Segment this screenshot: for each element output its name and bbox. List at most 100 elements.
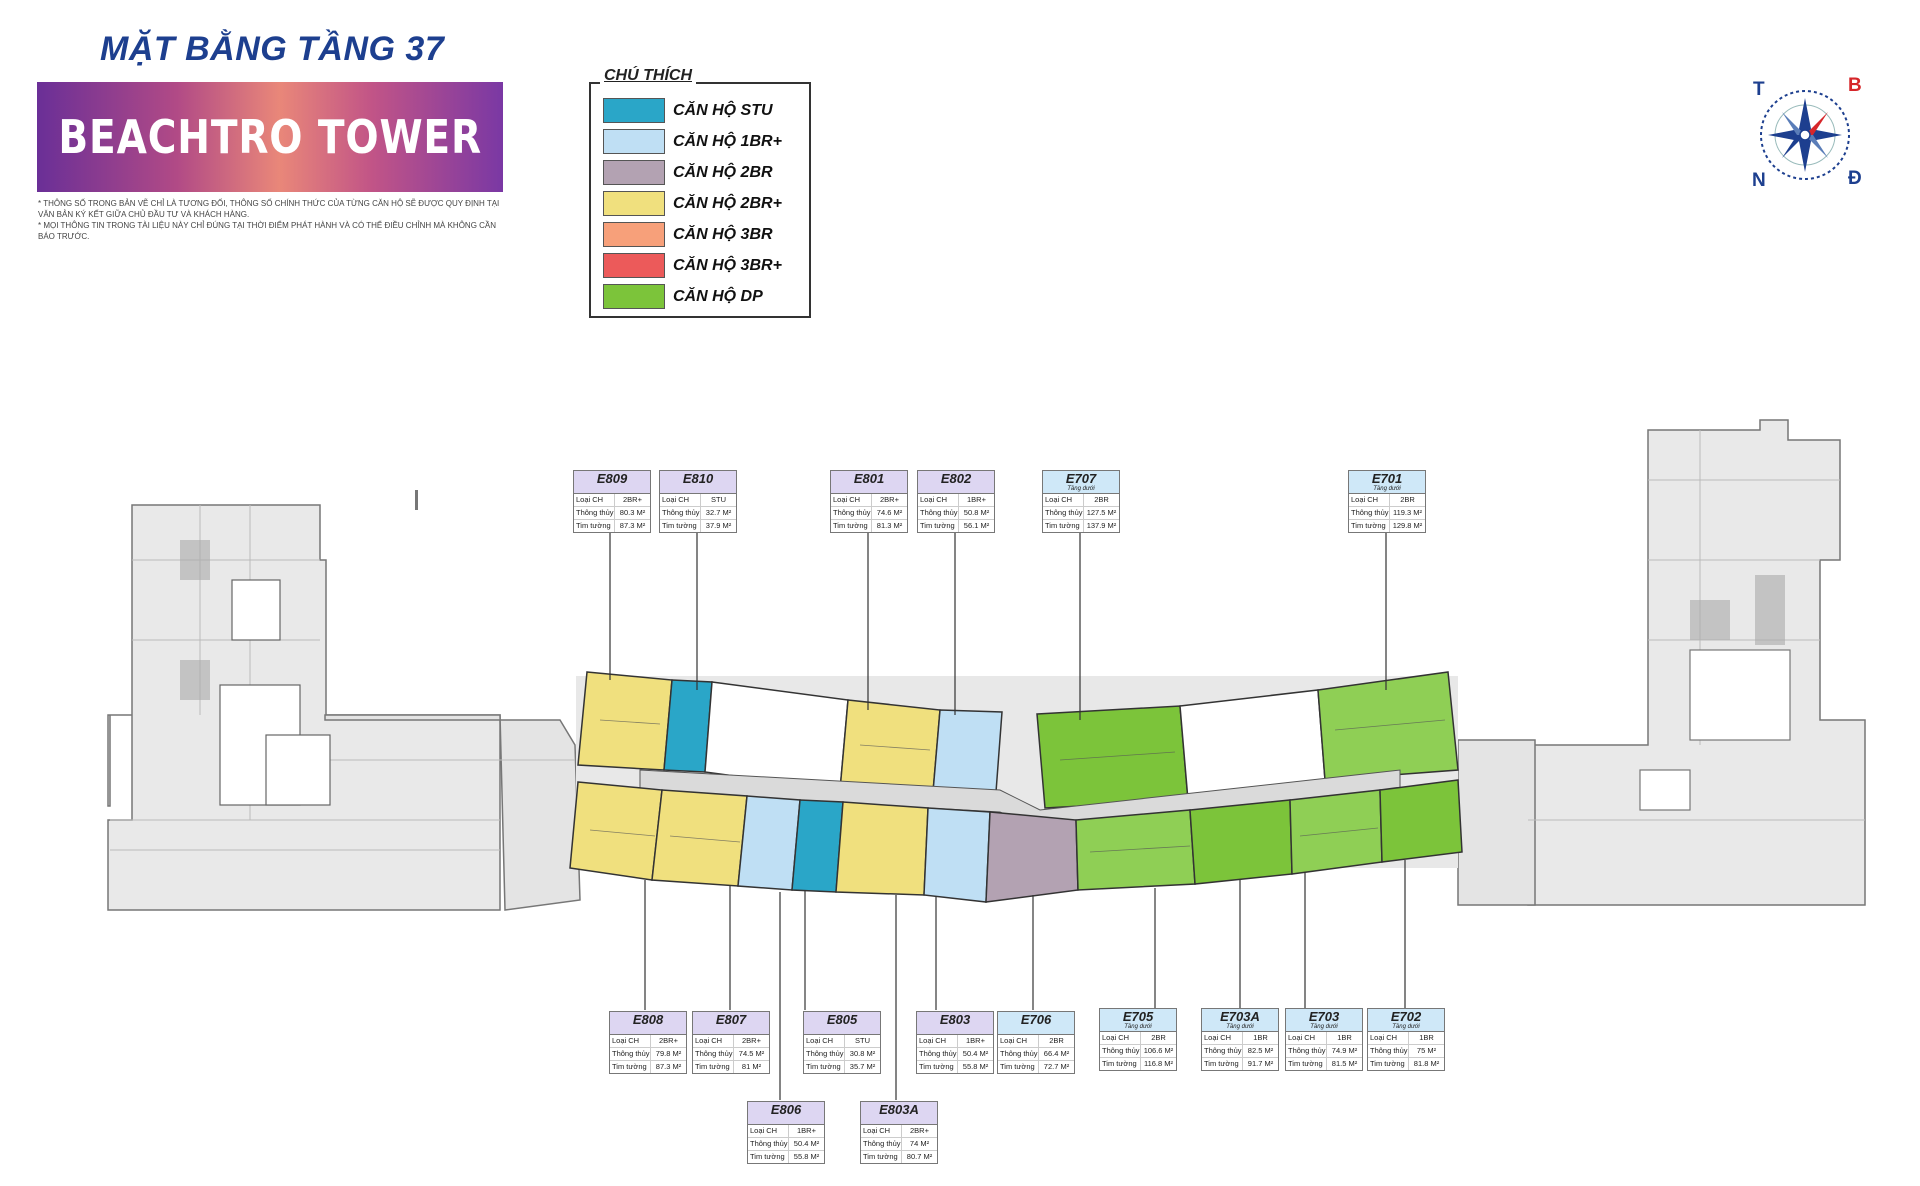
leader-lines [609,530,1406,1100]
type-label: Loại CH [998,1035,1039,1047]
legend-item-2br: CĂN HỘ 2BR [603,160,773,185]
type-label: Loại CH [1349,494,1390,506]
gross-area-value: 87.3 M² [619,521,646,530]
unit-sub-label: Tầng dưới [1124,1024,1152,1030]
legend-item-3br-plus: CĂN HỘ 3BR+ [603,253,782,278]
unit-e703a-area [1189,799,1293,885]
page-title: MẶT BẰNG TẦNG 37 [100,30,445,68]
legend-item-stu: CĂN HỘ STU [603,98,773,123]
net-area-label: Thông thủy [612,1048,651,1060]
type-label: Loại CH [804,1035,845,1047]
type-value: STU [855,1036,870,1045]
legend-label: CĂN HỘ 1BR+ [673,132,782,150]
unit-e706-area [985,811,1079,903]
gross-area-value: 37.9 M² [705,521,732,530]
gross-area-value: 55.8 M² [962,1062,989,1071]
net-area-label: Thông thủy [695,1048,734,1060]
disclaimer-note-1: * THÔNG SỐ TRONG BẢN VẼ CHỈ LÀ TƯƠNG ĐỐI… [38,199,500,219]
unit-e802-area [932,709,1003,793]
net-area-label: Thông thủy [1204,1045,1243,1057]
unit-sub-label: Tầng dưới [1392,1024,1420,1030]
legend-label: CĂN HỘ 3BR [673,225,773,243]
type-value: 1BR [1419,1033,1434,1042]
unit-code: E801 [831,471,907,494]
right-podium-wing [1457,419,1866,906]
legend-swatch [603,222,665,247]
net-area-value: 50.8 M² [963,508,990,517]
legend-item-3br: CĂN HỘ 3BR [603,222,773,247]
net-area-value: 80.3 M² [619,508,646,517]
type-label: Loại CH [917,1035,958,1047]
gross-area-label: Tim tường [610,1061,651,1073]
net-area-label: Thông thủy [1102,1045,1141,1057]
type-value: 2BR+ [623,495,642,504]
gross-area-label: Tim tường [574,520,615,532]
net-area-label: Thông thủy [662,507,701,519]
right-podium-blocks [1639,649,1791,811]
gross-area-value: 81.5 M² [1331,1059,1358,1068]
gross-area-label: Tim tường [748,1151,789,1163]
gross-area-value: 55.8 M² [793,1152,820,1161]
net-area-label: Thông thủy [1288,1045,1327,1057]
type-value: 2BR [1094,495,1109,504]
compass-rose-icon [1760,90,1850,180]
type-value: 2BR+ [742,1036,761,1045]
unit-e808-area [569,781,663,881]
unit-code: E809 [574,471,650,494]
gross-area-value: 137.9 M² [1086,521,1117,530]
gross-area-label: Tim tường [918,520,959,532]
brand-banner: BEACHTRO TOWER [37,82,503,192]
gross-area-label: Tim tường [917,1061,958,1073]
unit-e701-area [1317,671,1459,781]
core-left-top [704,681,849,791]
unit-e809-area [577,671,673,771]
unit-e807-area [651,789,748,887]
unit-code: E808 [610,1012,686,1035]
net-area-label: Thông thủy [1370,1045,1409,1057]
gross-area-value: 81.3 M² [876,521,903,530]
legend: CĂN HỘ STU CĂN HỘ 1BR+ CĂN HỘ 2BR CĂN HỘ… [589,82,811,318]
gross-area-label: Tim tường [1368,1058,1409,1070]
unit-e805-area [791,799,844,893]
unit-code: E803 [917,1012,993,1035]
gross-area-label: Tim tường [1202,1058,1243,1070]
net-area-label: Thông thủy [833,507,872,519]
type-label: Loại CH [1043,494,1084,506]
net-area-label: Thông thủy [1045,507,1084,519]
net-area-label: Thông thủy [576,507,615,519]
compass-west-label: T [1753,79,1765,100]
type-value: 2BR [1151,1033,1166,1042]
compass-north-label: B [1848,75,1862,96]
legend-swatch [603,129,665,154]
unit-tag-e809: E809 Loại CH 2BR+ Thông thủy 80.3 M² Tim t… [573,470,651,533]
unit-e801-area [839,699,941,793]
unit-sub-label: Tầng dưới [1226,1024,1254,1030]
unit-e806-area [737,795,801,891]
compass: T B N Đ [1740,75,1870,191]
unit-sub-label: Tầng dưới [1310,1024,1338,1030]
gross-area-value: 129.8 M² [1392,521,1423,530]
legend-label: CĂN HỘ 3BR+ [673,256,782,274]
net-area-label: Thông thủy [806,1048,845,1060]
gross-area-value: 116.8 M² [1143,1059,1174,1068]
net-area-value: 50.4 M² [962,1049,989,1058]
type-value: 1BR [1337,1033,1352,1042]
gross-area-value: 80.7 M² [906,1152,933,1161]
net-area-value: 119.3 M² [1392,508,1423,517]
gross-area-label: Tim tường [804,1061,845,1073]
net-area-label: Thông thủy [920,507,959,519]
type-label: Loại CH [660,494,701,506]
type-label: Loại CH [574,494,615,506]
gross-area-value: 81.8 M² [1413,1059,1440,1068]
net-area-value: 106.6 M² [1143,1046,1174,1055]
type-value: 1BR+ [967,495,986,504]
gross-area-label: Tim tường [831,520,872,532]
gross-area-label: Tim tường [693,1061,734,1073]
